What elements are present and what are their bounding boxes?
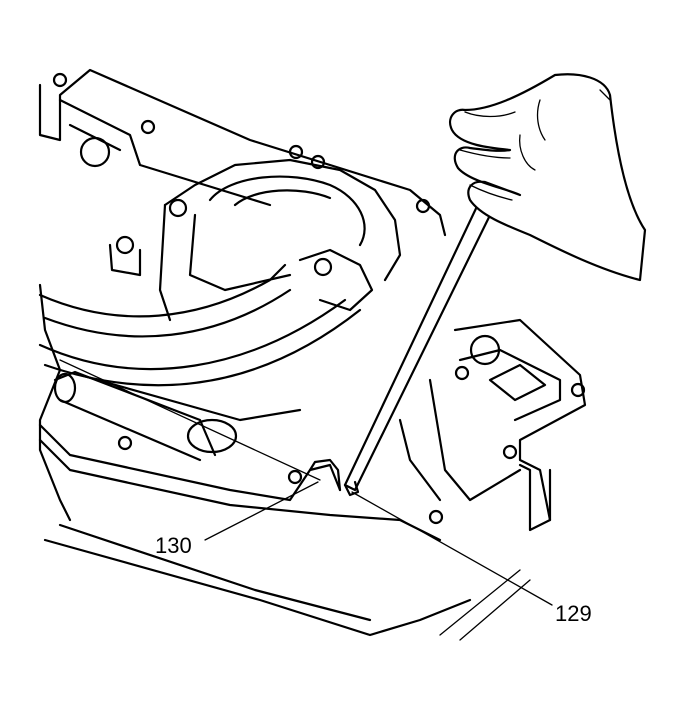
upper-flange — [52, 72, 431, 214]
transfer-tubes — [38, 263, 362, 454]
valve-body — [108, 158, 402, 322]
callout-label-129: 129 — [555, 601, 592, 626]
callout-leaders — [204, 481, 553, 606]
pan-gasket-flange — [38, 423, 444, 542]
hand — [448, 73, 647, 282]
filter-cylinder — [53, 370, 217, 462]
screwdriver-tool — [343, 198, 497, 497]
transmission-housing — [38, 68, 472, 637]
callout-label-130: 130 — [155, 533, 192, 558]
right-case-casting — [398, 318, 587, 641]
